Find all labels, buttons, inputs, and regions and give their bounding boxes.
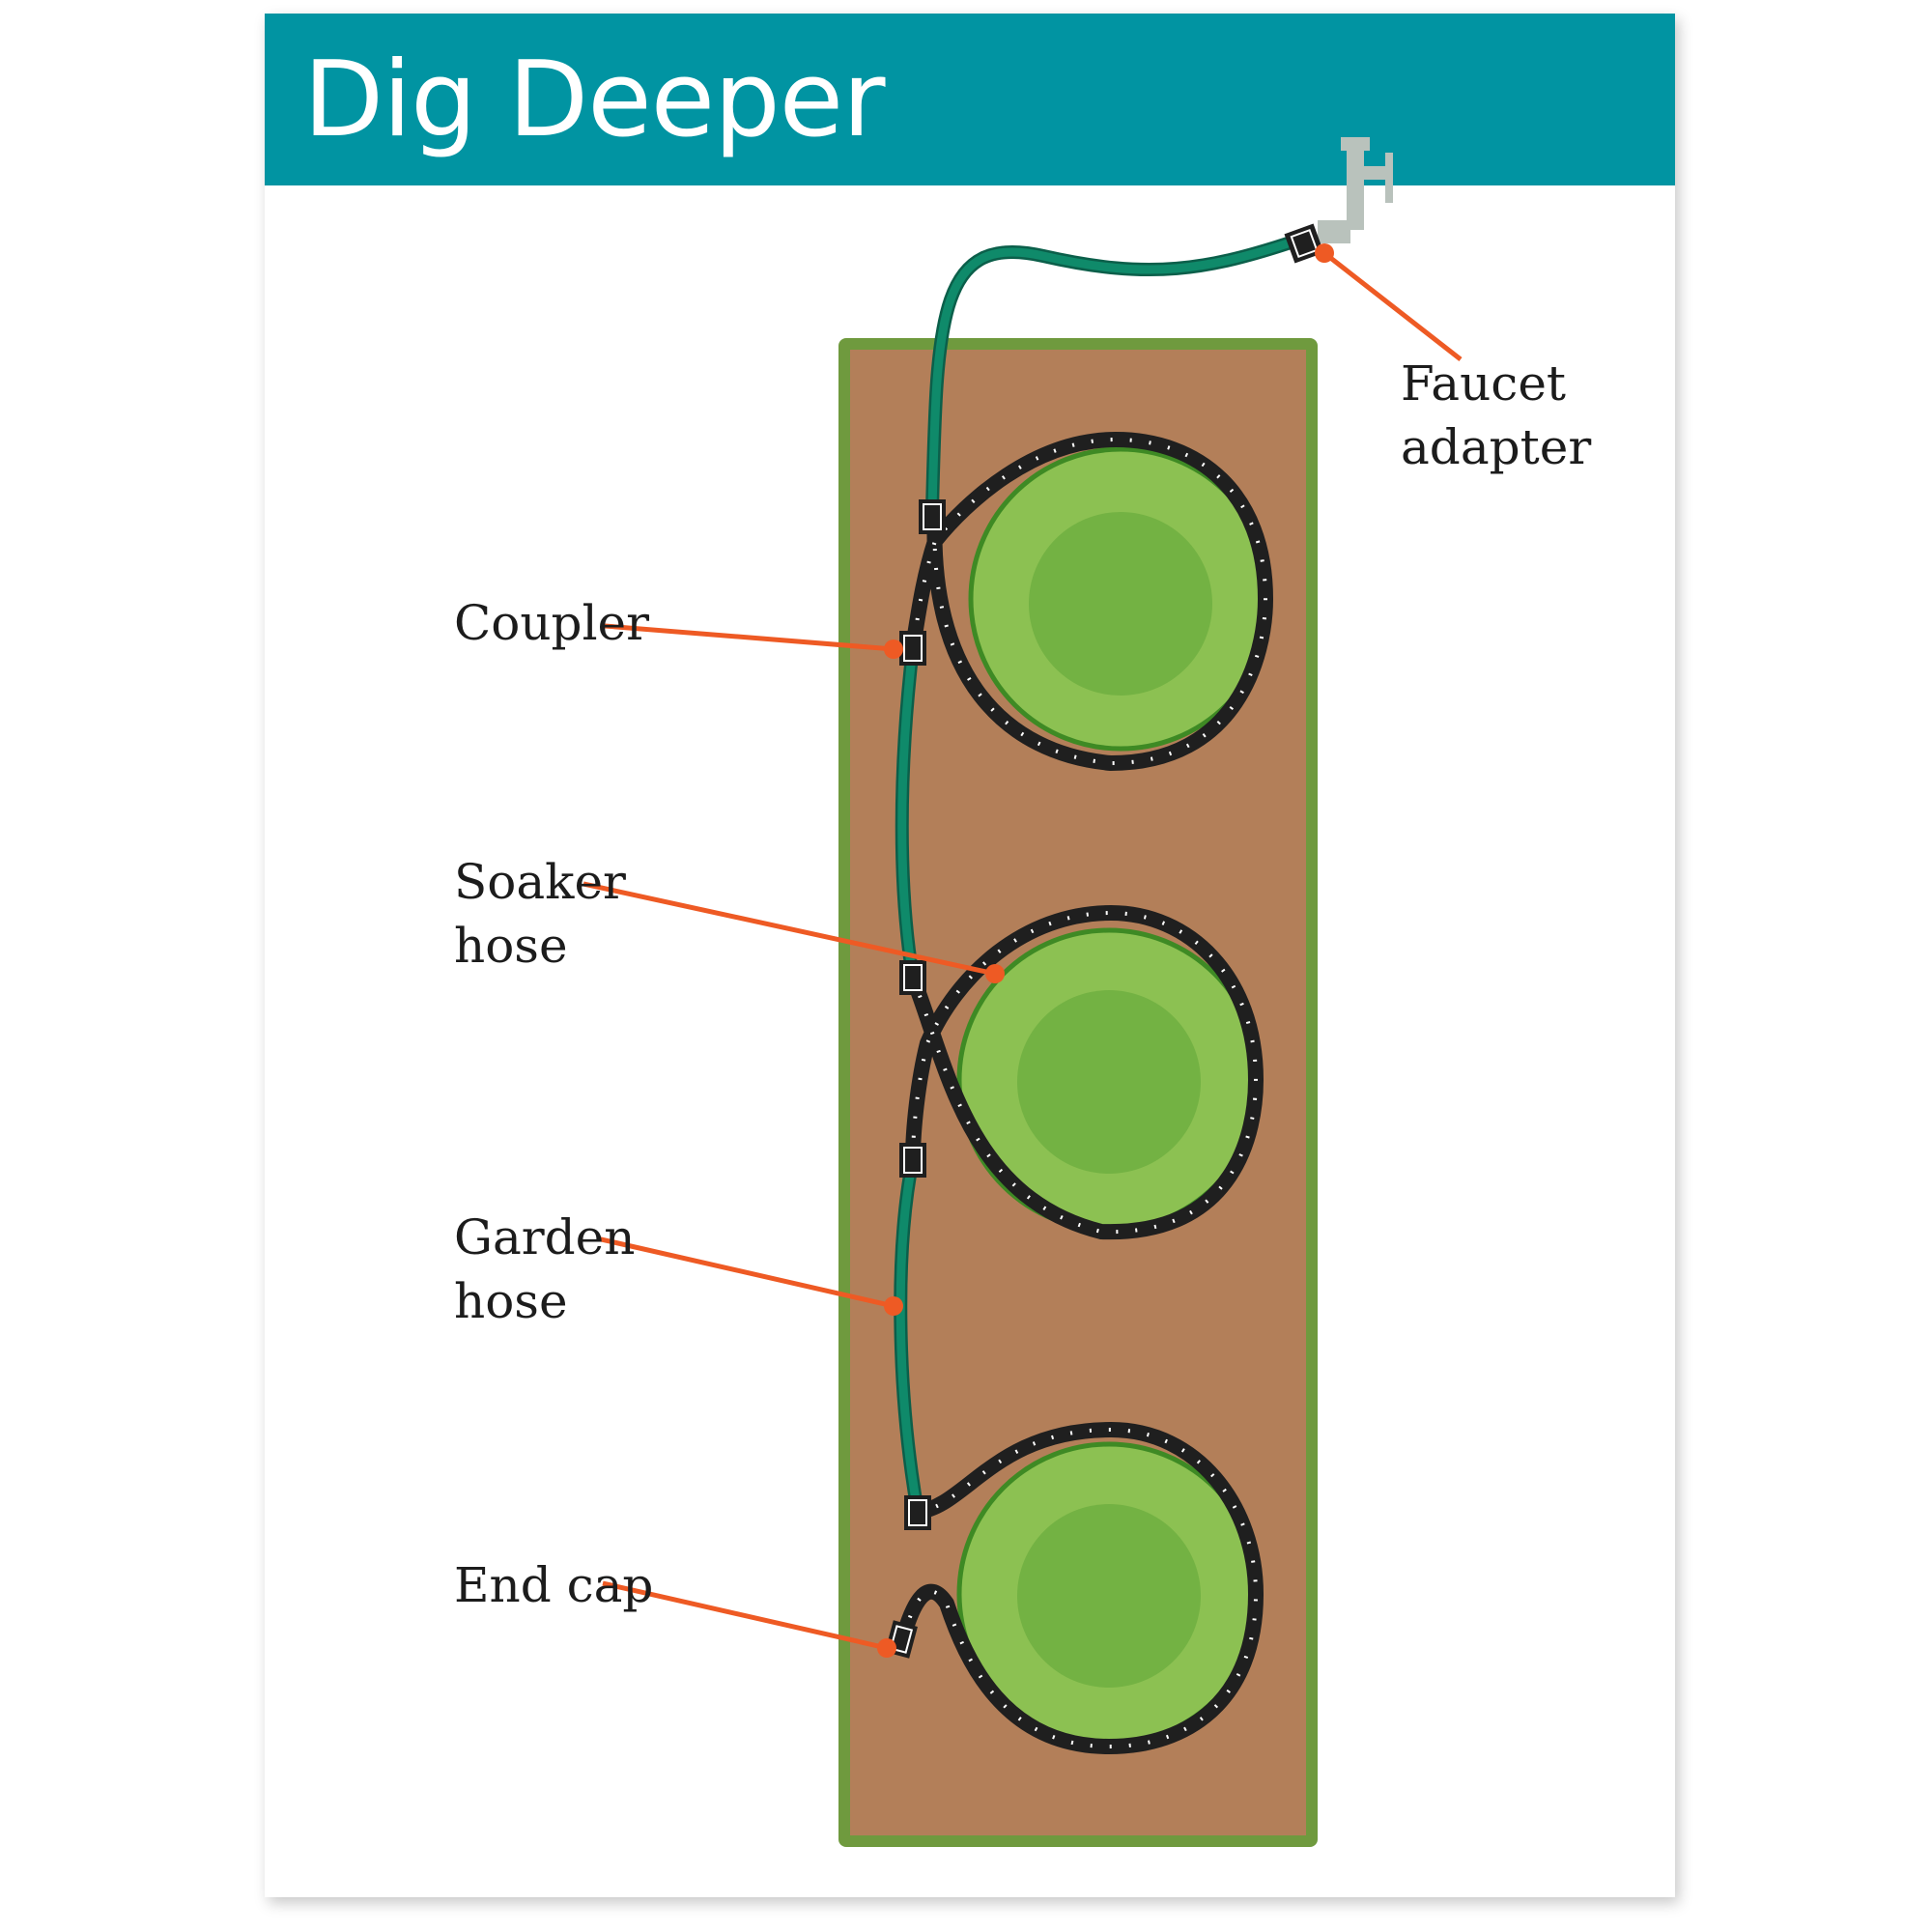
faucet-icon: [1318, 137, 1393, 243]
coupler-icon: [919, 499, 946, 534]
coupler-icon: [1284, 223, 1324, 264]
plant-icon: [968, 446, 1273, 752]
plant-icon: [956, 927, 1262, 1233]
plant-icon: [956, 1441, 1262, 1747]
end-cap-label: End cap: [454, 1557, 654, 1613]
coupler-label: Coupler: [454, 595, 650, 651]
faucet-adapter-label: Faucet adapter: [1401, 355, 1592, 475]
garden-hose: [894, 233, 1302, 1514]
coupler-icon: [899, 1143, 926, 1178]
coupler-icon: [899, 631, 926, 666]
title-banner: Dig Deeper: [265, 14, 1675, 185]
coupler-icon: [899, 960, 926, 995]
leader-lines: [582, 243, 1463, 1658]
page-title: Dig Deeper: [303, 40, 886, 160]
soaker-hose-label: Soaker hose: [454, 854, 626, 974]
coupler-icon: [904, 1495, 931, 1530]
garden-hose-label: Garden hose: [454, 1209, 636, 1329]
